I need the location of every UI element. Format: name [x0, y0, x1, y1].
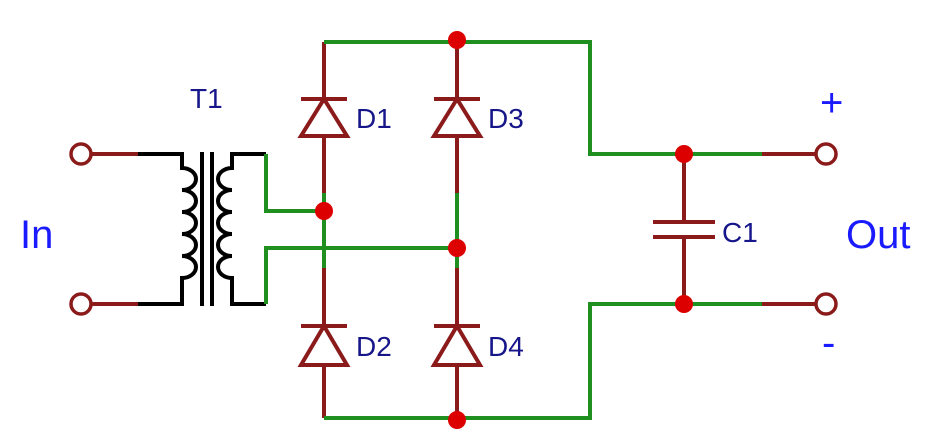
capacitor-c1	[653, 154, 715, 304]
diode-d2	[297, 322, 351, 367]
junction-node-cap-positive	[675, 145, 693, 163]
input-terminal-top	[69, 142, 93, 166]
d2-triangle	[297, 322, 351, 367]
junction-node-cap-negative	[675, 295, 693, 313]
transformer-t1	[138, 152, 266, 306]
secondary-winding	[216, 152, 266, 306]
label-d4: D4	[488, 331, 524, 362]
secondary-to-d3d4-wire	[264, 246, 457, 304]
positive-bus-wire	[324, 40, 762, 156]
label-plus: +	[820, 81, 843, 125]
diode-d4	[430, 322, 484, 367]
junction-node-bottom	[448, 411, 466, 429]
label-d2: D2	[356, 331, 392, 362]
secondary-to-d1d2-wire	[264, 154, 324, 213]
junction-node-d1d2	[315, 202, 333, 220]
junction-node-top	[448, 31, 466, 49]
label-input: In	[20, 213, 53, 257]
diode-d1	[297, 95, 351, 138]
d4-triangle	[430, 322, 484, 367]
primary-winding	[138, 152, 198, 306]
label-output: Out	[846, 213, 910, 257]
label-t1: T1	[190, 83, 223, 114]
junction-node-d3d4	[448, 239, 466, 257]
d3-triangle	[430, 95, 484, 138]
label-minus: -	[822, 321, 835, 365]
d1-triangle	[297, 95, 351, 138]
label-c1: C1	[722, 217, 758, 248]
diode-d3	[430, 95, 484, 138]
label-d1: D1	[356, 103, 392, 134]
input-terminal-bottom	[69, 292, 93, 316]
output-terminal-positive	[814, 142, 838, 166]
label-d3: D3	[488, 103, 524, 134]
output-terminal-negative	[814, 292, 838, 316]
